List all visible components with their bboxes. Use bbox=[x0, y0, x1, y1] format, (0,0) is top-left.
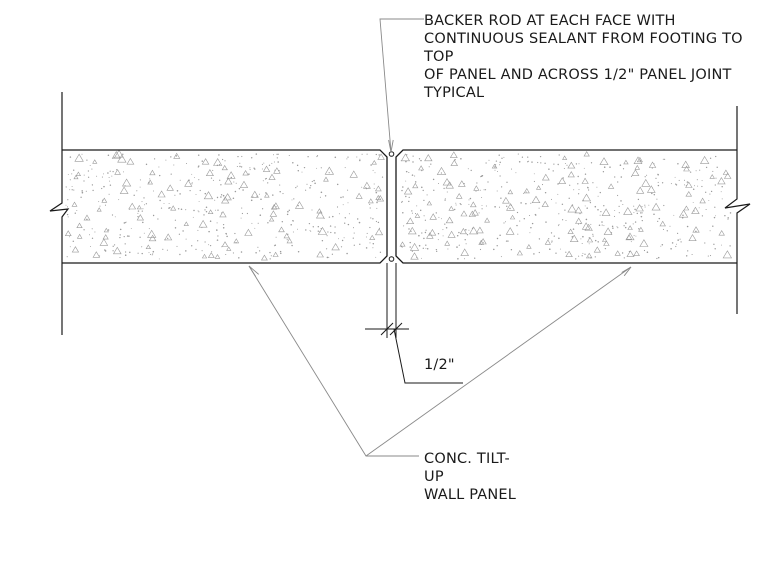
dimension-leader bbox=[393, 328, 463, 384]
backer-rod-note: BACKER ROD AT EACH FACE WITH CONTINUOUS … bbox=[424, 12, 743, 102]
left-break-line bbox=[49, 92, 70, 335]
left-wall-panel bbox=[62, 149, 388, 264]
dimension-tick-right bbox=[389, 322, 403, 336]
concrete-hatch-right-panel bbox=[399, 151, 733, 260]
joint-dimension-label: 1/2" bbox=[424, 357, 455, 373]
panel-leader-right bbox=[365, 266, 632, 457]
backer-rod-bottom bbox=[388, 256, 395, 262]
backer-rod-note-line: BACKER ROD AT EACH FACE WITH bbox=[424, 13, 676, 29]
panel-leader-right-arrow bbox=[621, 266, 632, 277]
dimension-tick-left bbox=[380, 322, 394, 336]
wall-panel-note-line: UP bbox=[424, 469, 444, 485]
concrete-hatch-left-panel bbox=[64, 149, 385, 261]
panel-leader-left-arrow bbox=[248, 265, 259, 277]
wall-panel-note-line: WALL PANEL bbox=[424, 487, 517, 503]
backer-rod-top bbox=[388, 151, 395, 157]
wall-panel-note: CONC. TILT- UP WALL PANEL bbox=[424, 450, 516, 504]
backer-rod-note-line: CONTINUOUS SEALANT FROM FOOTING TO bbox=[424, 31, 743, 47]
backer-rod-note-line: OF PANEL AND ACROSS 1/2" PANEL JOINT bbox=[424, 67, 732, 83]
backer-rod-leader-arrow bbox=[388, 139, 394, 153]
panel-leader-left bbox=[248, 265, 419, 457]
wall-panel-note-line: CONC. TILT- bbox=[424, 451, 510, 467]
backer-rod-note-line: TOP bbox=[424, 49, 454, 65]
right-wall-panel bbox=[395, 149, 737, 264]
backer-rod-leader bbox=[379, 18, 424, 153]
backer-rod-note-line: TYPICAL bbox=[424, 85, 485, 101]
right-break-line bbox=[724, 106, 751, 314]
